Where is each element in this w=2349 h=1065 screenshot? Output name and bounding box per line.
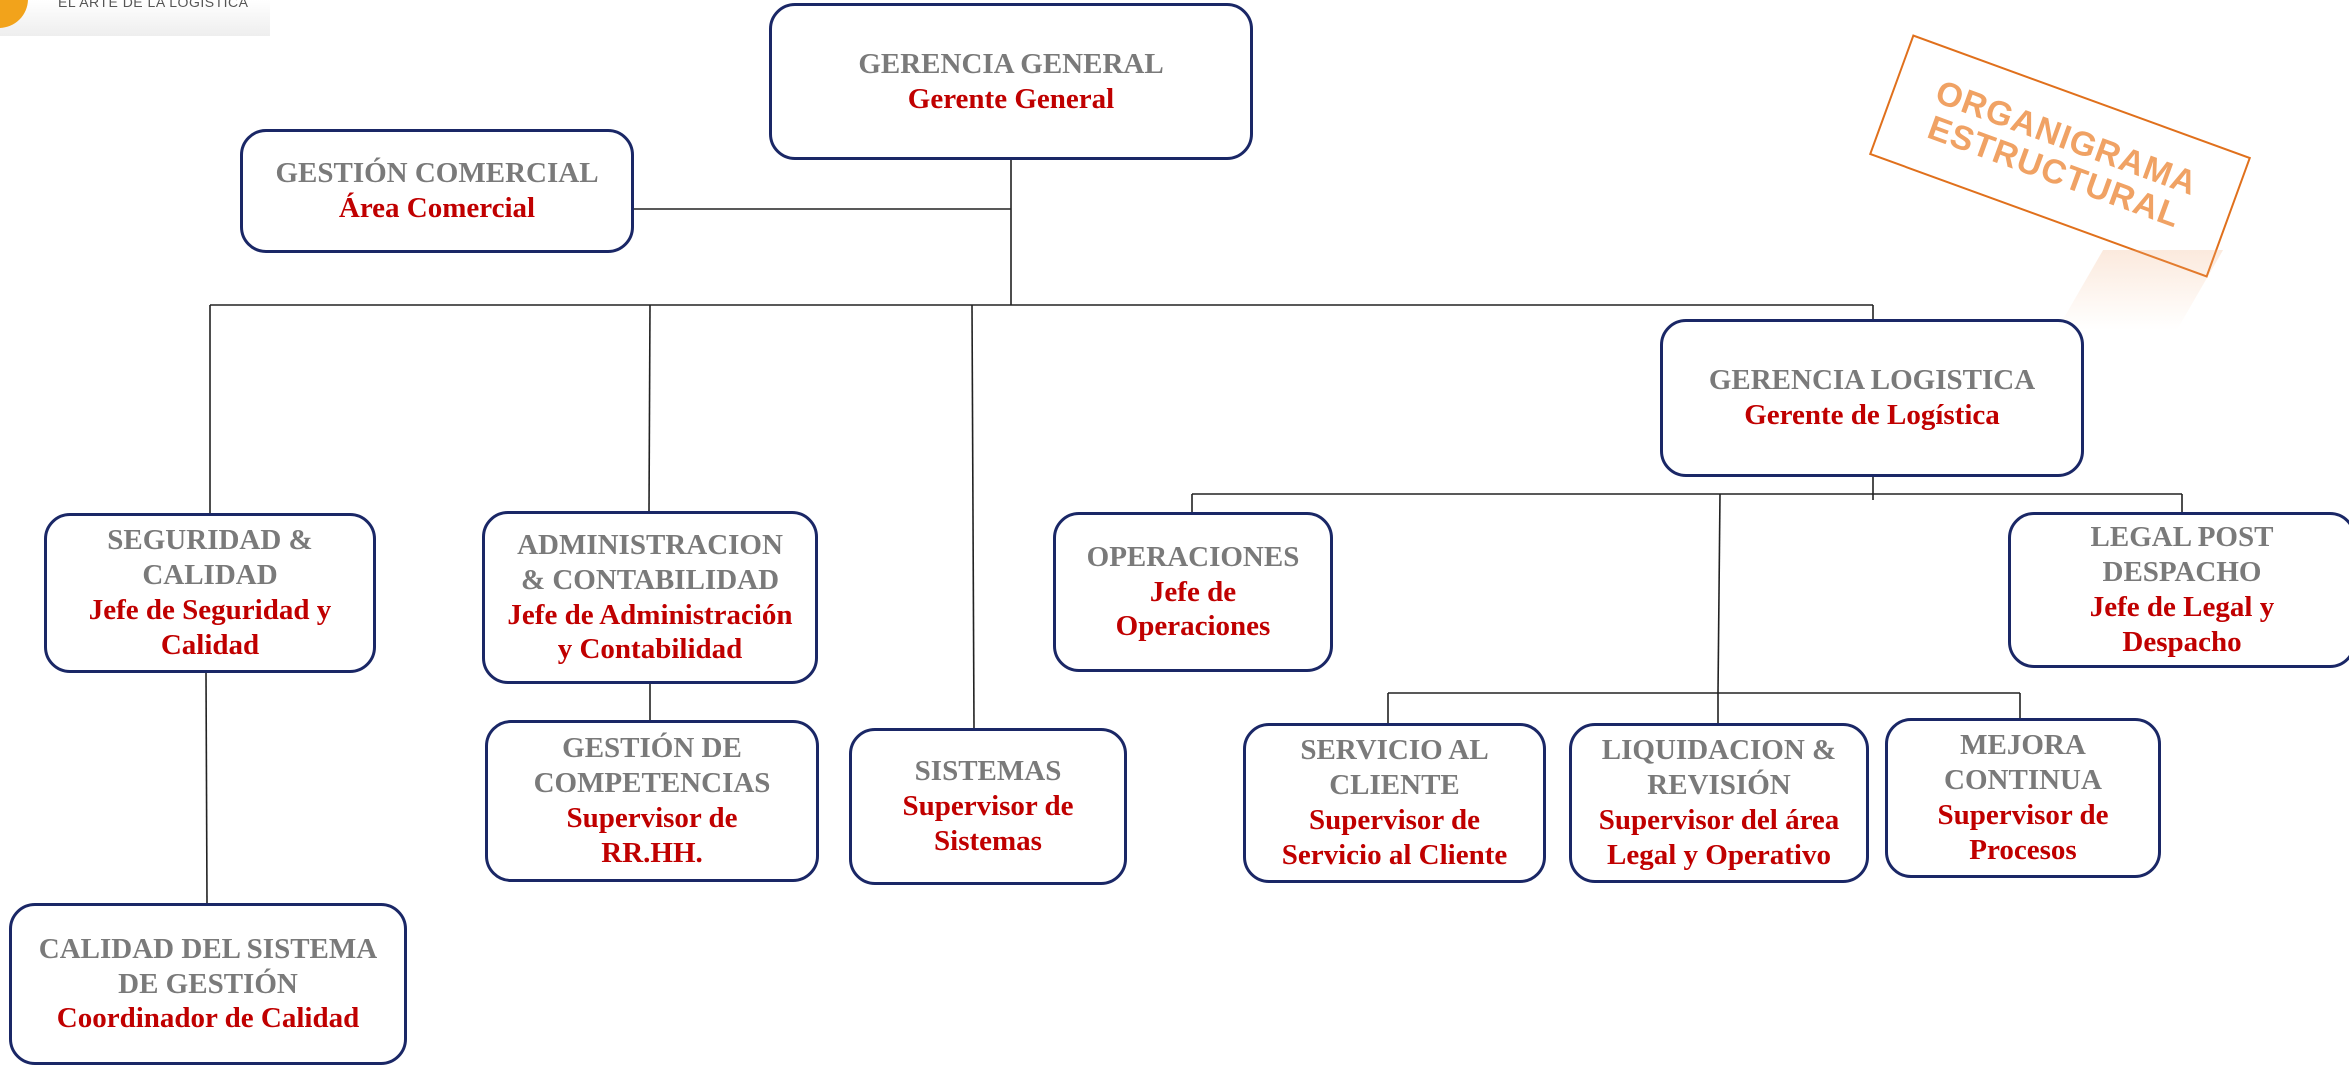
box-role: Gerente de Logística (1744, 399, 2000, 431)
box-title: LIQUIDACION & REVISIÓN (1601, 734, 1837, 802)
box-title: SISTEMAS (914, 755, 1062, 788)
box-role: Jefe de Seguridad y Calidad (88, 594, 332, 661)
box-title: OPERACIONES (1086, 540, 1300, 573)
box-role: Gerente General (907, 82, 1115, 115)
box-mejora-continua: MEJORA CONTINUA Supervisor de Procesos (1885, 718, 2161, 878)
box-title: ADMINISTRACION & CONTABILIDAD (517, 528, 783, 596)
box-title: GESTIÓN DE COMPETENCIAS (533, 732, 771, 800)
box-role: Jefe de Legal y Despacho (2089, 591, 2275, 658)
box-title: SERVICIO AL CLIENTE (1300, 734, 1489, 802)
box-role: Supervisor de Servicio al Cliente (1281, 804, 1508, 871)
box-gerencia-logistica: GERENCIA LOGISTICA Gerente de Logística (1660, 319, 2084, 477)
box-gerencia-general: GERENCIA GENERAL Gerente General (769, 3, 1253, 160)
connector (971, 304, 975, 729)
box-title: SEGURIDAD & CALIDAD (107, 524, 313, 592)
box-title: LEGAL POST DESPACHO (2090, 521, 2274, 589)
box-servicio-cliente: SERVICIO AL CLIENTE Supervisor de Servic… (1243, 723, 1546, 883)
box-title: GERENCIA GENERAL (858, 47, 1164, 80)
box-sistemas: SISTEMAS Supervisor de Sistemas (849, 728, 1127, 885)
box-legal-post: LEGAL POST DESPACHO Jefe de Legal y Desp… (2008, 512, 2349, 668)
box-seguridad-calidad: SEGURIDAD & CALIDAD Jefe de Seguridad y … (44, 513, 376, 673)
box-role: Supervisor de RR.HH. (566, 802, 738, 869)
box-role: Supervisor del área Legal y Operativo (1598, 804, 1840, 871)
logo-tagline: EL ARTE DE LA LOGISTICA (58, 0, 249, 10)
box-title: GESTIÓN COMERCIAL (275, 157, 599, 190)
connector (1717, 493, 1721, 694)
box-gestion-competencias: GESTIÓN DE COMPETENCIAS Supervisor de RR… (485, 720, 819, 882)
box-operaciones: OPERACIONES Jefe de Operaciones (1053, 512, 1333, 672)
box-title: GERENCIA LOGISTICA (1708, 364, 2036, 397)
connector (205, 671, 208, 904)
connector (648, 304, 651, 512)
box-title: CALIDAD DEL SISTEMA DE GESTIÓN (38, 932, 378, 1000)
box-role: Área Comercial (338, 192, 536, 224)
box-role: Coordinador de Calidad (56, 1002, 360, 1035)
box-administracion: ADMINISTRACION & CONTABILIDAD Jefe de Ad… (482, 511, 818, 684)
box-title: MEJORA CONTINUA (1944, 729, 2102, 797)
box-role: Supervisor de Procesos (1937, 799, 2109, 866)
box-calidad-sistema: CALIDAD DEL SISTEMA DE GESTIÓN Coordinad… (9, 903, 407, 1065)
box-role: Supervisor de Sistemas (902, 790, 1074, 857)
company-logo: EL ARTE DE LA LOGISTICA (0, 0, 270, 36)
box-gestion-comercial: GESTIÓN COMERCIAL Área Comercial (240, 129, 634, 253)
box-role: Jefe de Administración y Contabilidad (507, 598, 793, 666)
box-liquidacion: LIQUIDACION & REVISIÓN Supervisor del ár… (1569, 723, 1869, 883)
box-role: Jefe de Operaciones (1115, 575, 1271, 643)
